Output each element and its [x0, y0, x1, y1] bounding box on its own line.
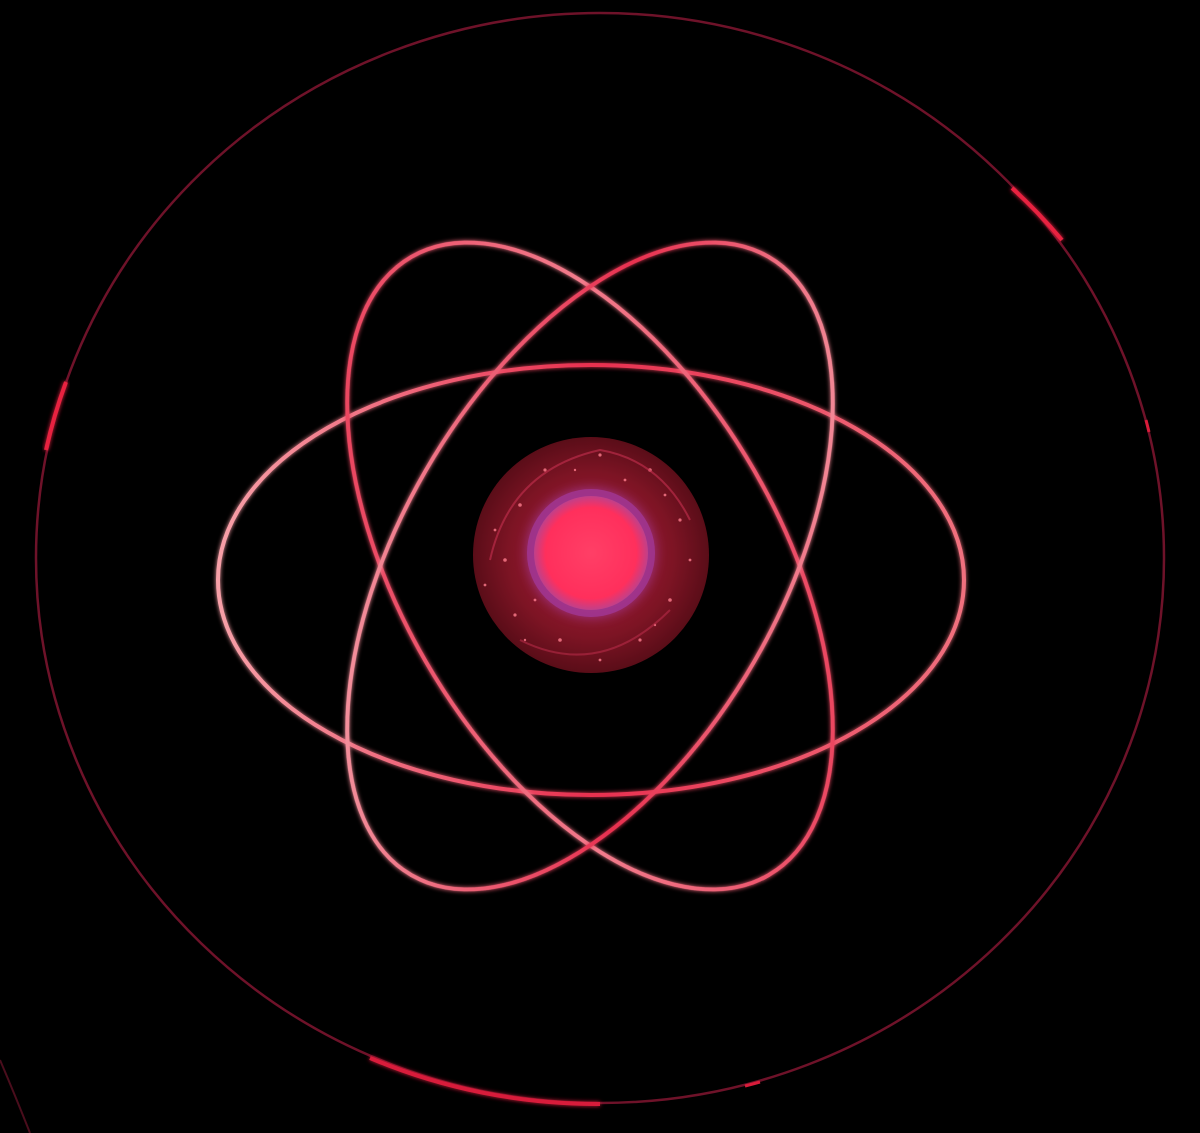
outer-ring-highlight-right	[1010, 186, 1064, 242]
nucleus-particles	[483, 453, 692, 662]
outer-ring-highlight-bottom-right	[744, 1080, 761, 1088]
corner-arc	[0, 1059, 31, 1133]
nucleus-swirl-2	[519, 609, 671, 656]
orbit-tilted-right	[345, 240, 835, 892]
outer-ring-highlight-left	[44, 381, 68, 451]
outer-ring	[34, 11, 1166, 1107]
orbit-tilted-left	[345, 240, 835, 892]
outer-ring-highlight-bottom	[369, 1056, 601, 1107]
nucleus	[473, 437, 709, 673]
nucleus-swirl	[489, 448, 691, 561]
nucleus-core	[534, 496, 648, 610]
outer-ring-highlight-right-small	[1144, 419, 1151, 433]
orbit-horizontal	[216, 363, 966, 797]
